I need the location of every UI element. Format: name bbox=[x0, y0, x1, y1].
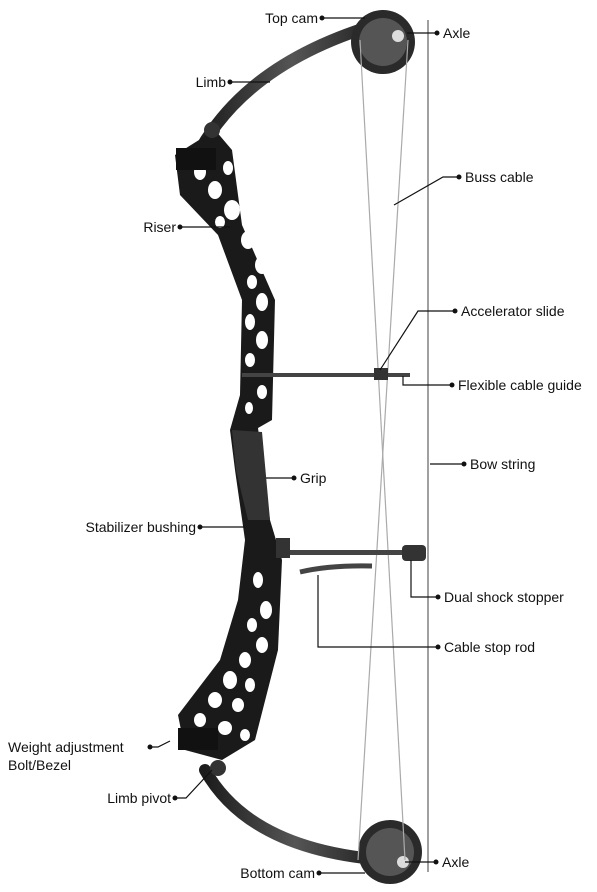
label-flexible-cable-guide: Flexible cable guide bbox=[458, 377, 582, 393]
label-bottom-cam: Bottom cam bbox=[210, 865, 315, 881]
label-stabilizer-bushing: Stabilizer bushing bbox=[30, 519, 196, 535]
cable-stop-rod-bar bbox=[278, 550, 408, 555]
label-buss-cable: Buss cable bbox=[465, 169, 533, 185]
label-weight-adjustment-line1: Weight adjustment bbox=[8, 739, 148, 755]
label-top-cam: Top cam bbox=[230, 10, 318, 26]
top-limb-pocket bbox=[176, 148, 216, 170]
buss-cable-line-b bbox=[358, 40, 408, 860]
dual-shock-stopper-block bbox=[402, 545, 426, 561]
label-cable-stop-rod: Cable stop rod bbox=[444, 639, 535, 655]
accelerator-slide-block bbox=[374, 368, 388, 380]
bottom-limb bbox=[205, 770, 385, 860]
label-accelerator-slide: Accelerator slide bbox=[461, 303, 565, 319]
riser-body bbox=[175, 130, 282, 760]
label-weight-adjustment-line2: Bolt/Bezel bbox=[8, 757, 148, 773]
bottom-limb-pocket bbox=[178, 728, 218, 750]
label-weight-adjustment: Weight adjustment Bolt/Bezel bbox=[8, 739, 148, 773]
label-limb-pivot: Limb pivot bbox=[60, 790, 171, 806]
label-grip: Grip bbox=[300, 470, 326, 486]
label-limb: Limb bbox=[150, 74, 226, 90]
grip-shape bbox=[232, 430, 270, 520]
label-axle-top: Axle bbox=[443, 25, 470, 41]
label-riser: Riser bbox=[110, 219, 176, 235]
label-axle-bottom: Axle bbox=[442, 854, 469, 870]
limb-pivot-knob bbox=[210, 760, 226, 776]
top-limb-pivot-knob bbox=[204, 122, 220, 138]
label-bow-string: Bow string bbox=[470, 456, 535, 472]
label-dual-shock-stopper: Dual shock stopper bbox=[444, 589, 564, 605]
